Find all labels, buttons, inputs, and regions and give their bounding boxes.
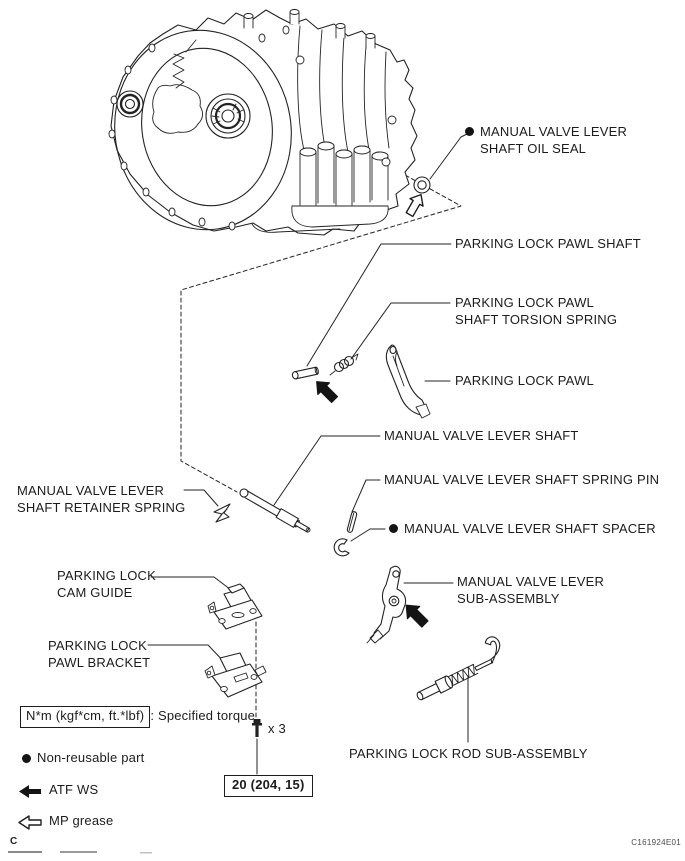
mp-grease-arrow-icon xyxy=(18,815,42,830)
corner-mark: C xyxy=(10,836,18,847)
dashed-guides xyxy=(180,164,462,718)
callout-text: CAM GUIDE xyxy=(57,584,133,600)
callout-text: SHAFT TORSION SPRING xyxy=(455,311,618,327)
atf-ws-arrow-icon xyxy=(310,375,341,406)
callout-text: PAWL BRACKET xyxy=(48,654,151,670)
callout-text: MANUAL VALVE LEVER xyxy=(457,574,605,589)
callout-pawl: PARKING LOCK PAWL xyxy=(455,373,594,388)
rod-sub-assembly-part xyxy=(416,636,501,701)
callout-pawl-shaft: PARKING LOCK PAWL SHAFT xyxy=(455,236,641,251)
non-reusable-bullet-icon xyxy=(22,754,31,763)
cam-guide-part xyxy=(207,583,263,630)
legend-text: ATF WS xyxy=(49,782,99,797)
oil-seal-part xyxy=(413,176,431,194)
mp-grease-arrow-icon xyxy=(402,190,429,219)
torsion-spring-part xyxy=(329,353,359,376)
lever-shaft-part xyxy=(239,488,311,533)
callout-rod-sub-assembly: PARKING LOCK ROD SUB-ASSEMBLY xyxy=(349,746,588,761)
callout-text: MANUAL VALVE LEVER xyxy=(17,483,165,498)
pawl-bracket-part xyxy=(204,652,267,698)
non-reusable-bullet-icon xyxy=(465,127,474,136)
callout-text: PARKING LOCK xyxy=(57,568,156,583)
cropped-table-borders xyxy=(8,851,152,854)
bolt-part xyxy=(252,719,262,737)
spacer-part xyxy=(333,538,350,557)
parking-lock-pawl-part xyxy=(385,344,431,419)
callout-lever-shaft: MANUAL VALVE LEVER SHAFT xyxy=(384,428,579,443)
non-reusable-bullet-icon xyxy=(389,524,398,533)
atf-ws-arrow-icon xyxy=(19,785,41,798)
transaxle-illustration xyxy=(108,9,418,236)
callout-pawl-bracket: PARKING LOCK PAWL BRACKET xyxy=(48,638,150,671)
callout-spring-pin: MANUAL VALVE LEVER SHAFT SPRING PIN xyxy=(384,472,660,487)
figure-code: C161924E01 xyxy=(631,838,681,847)
bolt-count: x 3 xyxy=(268,721,286,736)
callout-text: PARKING LOCK xyxy=(48,638,147,653)
callout-cam-guide: PARKING LOCK CAM GUIDE xyxy=(57,568,156,601)
legend-atf-ws: ATF WS xyxy=(17,782,98,800)
callout-text: MANUAL VALVE LEVER xyxy=(480,124,628,139)
callout-text: SHAFT RETAINER SPRING xyxy=(17,499,186,515)
spring-pin-part xyxy=(346,511,358,533)
callout-text: MANUAL VALVE LEVER SHAFT SPACER xyxy=(404,521,656,536)
callout-text: SUB-ASSEMBLY xyxy=(457,590,560,606)
lever-sub-assembly-part xyxy=(366,565,407,644)
legend-text: Non-reusable part xyxy=(37,750,145,765)
torque-desc: : Specified torque xyxy=(150,708,256,723)
legend-mp-grease: MP grease xyxy=(17,813,113,831)
callout-text: PARKING LOCK PAWL xyxy=(455,295,594,310)
legend-non-reusable: Non-reusable part xyxy=(22,750,144,767)
callout-torsion-spring: PARKING LOCK PAWL SHAFT TORSION SPRING xyxy=(455,295,617,328)
torque-unit-box: N*m (kgf*cm, ft.*lbf) xyxy=(20,706,151,728)
callout-retainer-spring: MANUAL VALVE LEVER SHAFT RETAINER SPRING xyxy=(17,483,185,516)
callout-oil-seal: MANUAL VALVE LEVER SHAFT OIL SEAL xyxy=(465,124,627,157)
legend-text: MP grease xyxy=(49,813,114,828)
retainer-spring-part xyxy=(213,503,231,523)
callout-lever-sub-assembly: MANUAL VALVE LEVER SUB-ASSEMBLY xyxy=(457,574,604,607)
callout-spacer: MANUAL VALVE LEVER SHAFT SPACER xyxy=(389,521,656,538)
pawl-shaft-part xyxy=(291,366,319,380)
torque-value-box: 20 (204, 15) xyxy=(224,775,313,797)
callout-text: SHAFT OIL SEAL xyxy=(480,140,587,156)
legend-torque: N*m (kgf*cm, ft.*lbf): Specified torque xyxy=(20,706,255,728)
